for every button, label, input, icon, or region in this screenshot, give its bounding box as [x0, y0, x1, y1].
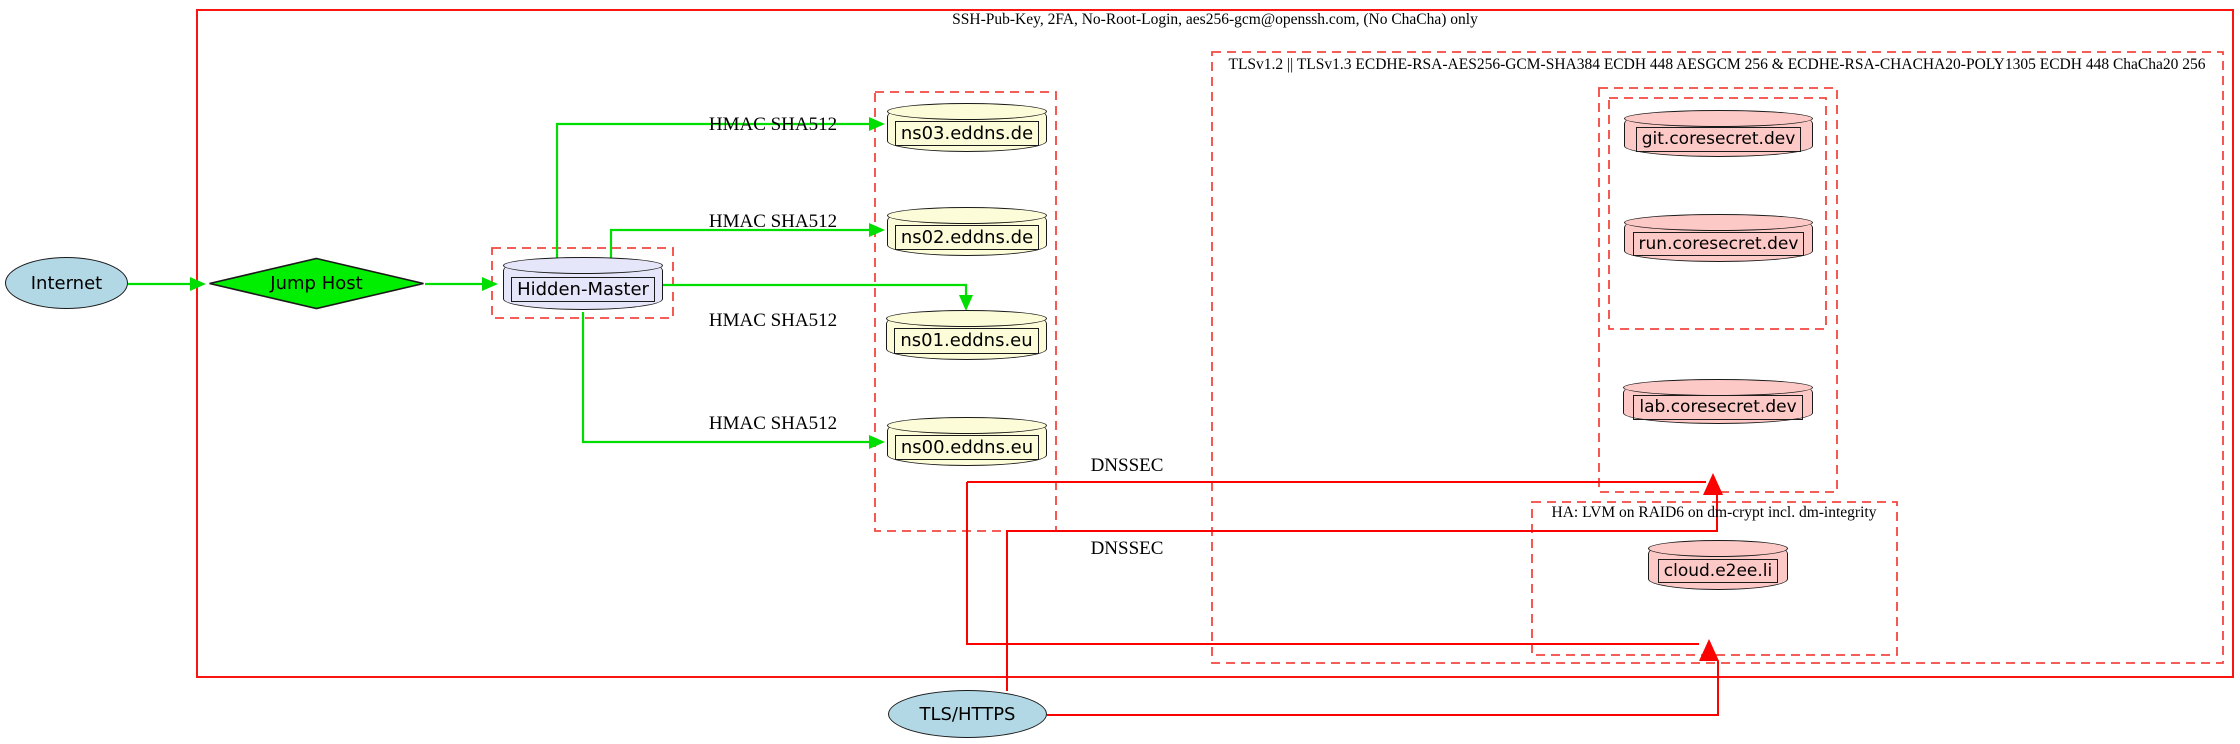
edge-tlshttps-to-ha	[1047, 639, 1719, 716]
node-ns01: ns01.eddns.eu	[885, 310, 1048, 360]
edge-dnssec-to-coresecret	[967, 473, 1723, 495]
node-ns03: ns03.eddns.de	[886, 103, 1048, 152]
node-ns03-label: ns03.eddns.de	[894, 120, 1040, 147]
node-ns01-label: ns01.eddns.eu	[894, 328, 1039, 354]
cluster-eddns-box	[874, 91, 1057, 532]
cluster-coresecret-inner-box	[1608, 97, 1827, 330]
node-run-label: run.coresecret.dev	[1632, 231, 1805, 257]
cluster-ha-label: HA: LVM on RAID6 on dm-crypt incl. dm-in…	[1551, 504, 1877, 521]
node-run-coresecret: run.coresecret.dev	[1623, 214, 1814, 262]
node-git-coresecret: git.coresecret.dev	[1623, 110, 1814, 157]
edge-hiddenmaster-ns03	[555, 117, 885, 262]
node-ns00-label: ns00.eddns.eu	[894, 434, 1040, 461]
edge-dnssec-to-ha	[966, 482, 1699, 645]
edge-label-dnssec-2: DNSSEC	[1090, 538, 1164, 559]
cluster-coresecret-box	[1598, 87, 1838, 493]
edge-hiddenmaster-ns00	[581, 312, 885, 449]
node-internet: Internet	[5, 257, 128, 309]
cluster-ha-box	[1531, 501, 1898, 656]
cluster-ssh-box	[196, 9, 2234, 678]
node-hidden-master: Hidden-Master	[502, 257, 664, 310]
node-ns00: ns00.eddns.eu	[886, 417, 1048, 466]
edge-hiddenmaster-ns02	[609, 223, 885, 262]
edge-label-hmac-ns01: HMAC SHA512	[708, 310, 838, 331]
edge-label-hmac-ns00: HMAC SHA512	[708, 413, 838, 434]
node-internet-label: Internet	[30, 272, 103, 294]
edge-tlshttps-to-coresecret	[1006, 494, 1718, 691]
node-tls-https-label: TLS/HTTPS	[919, 703, 1016, 725]
node-lab-coresecret: lab.coresecret.dev	[1622, 379, 1814, 424]
cluster-tls-label: TLSv1.2 || TLSv1.3 ECDHE-RSA-AES256-GCM-…	[1228, 56, 2206, 73]
diamond-shape	[209, 257, 424, 310]
node-cloud-e2ee: cloud.e2ee.li	[1647, 540, 1789, 590]
node-jump-host: Jump Host	[208, 257, 425, 310]
node-git-label: git.coresecret.dev	[1635, 127, 1802, 152]
edge-hiddenmaster-ns01	[663, 283, 973, 311]
edge-internet-jumphost	[128, 277, 206, 291]
node-tls-https: TLS/HTTPS	[888, 690, 1047, 738]
edge-label-hmac-ns02: HMAC SHA512	[708, 211, 838, 232]
node-cloud-label: cloud.e2ee.li	[1657, 558, 1779, 584]
cluster-ssh-label: SSH-Pub-Key, 2FA, No-Root-Login, aes256-…	[952, 11, 1478, 28]
edge-label-hmac-ns03: HMAC SHA512	[708, 114, 838, 135]
node-lab-label: lab.coresecret.dev	[1633, 395, 1803, 420]
edge-jumphost-hiddenmaster	[425, 277, 498, 291]
node-ns02-label: ns02.eddns.de	[894, 224, 1040, 251]
node-ns02: ns02.eddns.de	[886, 207, 1048, 256]
node-hidden-master-label: Hidden-Master	[511, 276, 655, 303]
edge-label-dnssec-1: DNSSEC	[1090, 455, 1164, 476]
node-jump-host-label: Jump Host	[270, 273, 363, 294]
